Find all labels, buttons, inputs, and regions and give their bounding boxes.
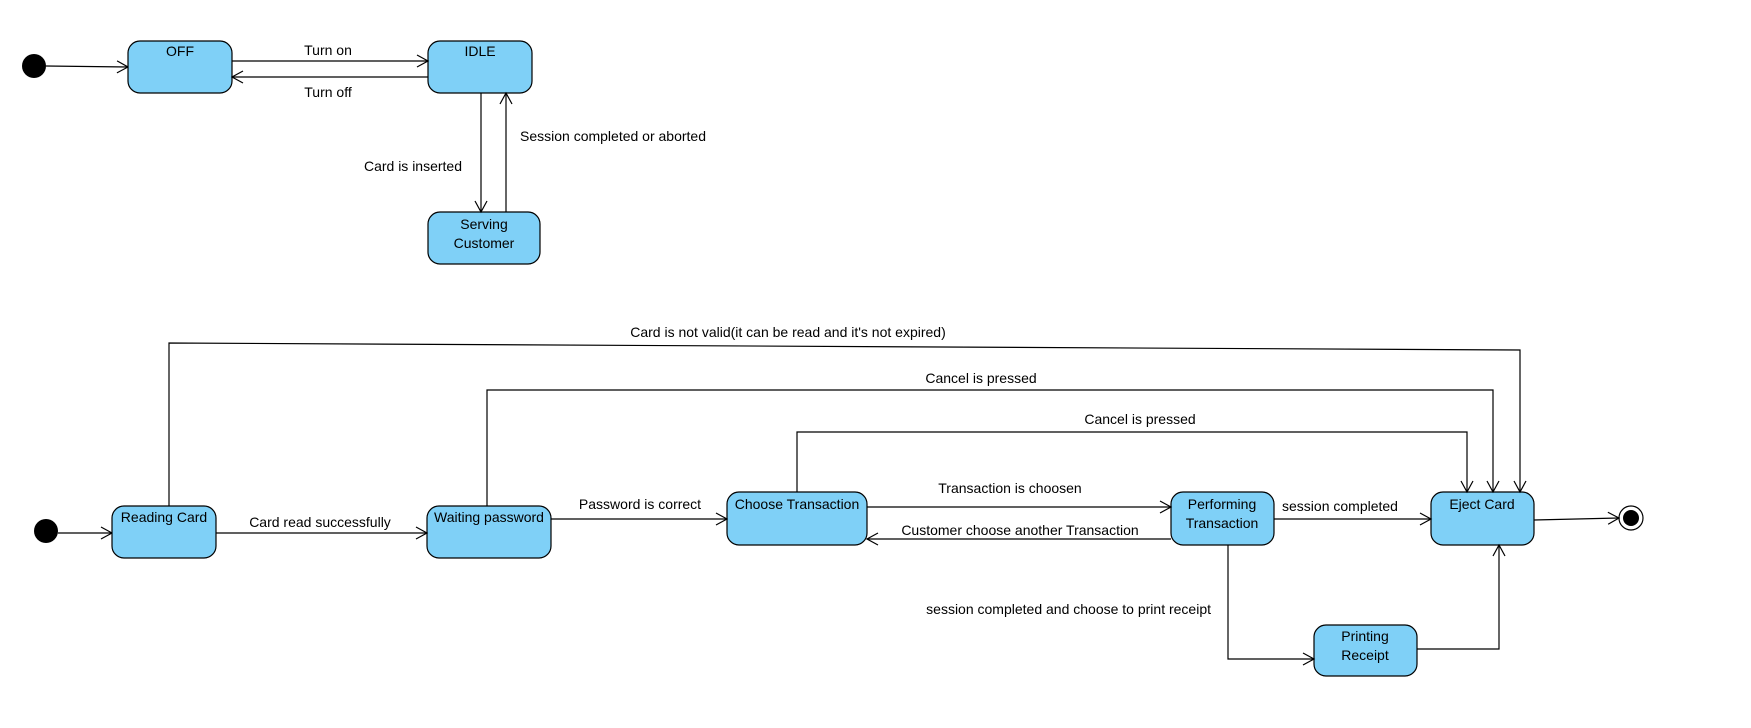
svg-text:Receipt: Receipt bbox=[1341, 647, 1389, 663]
svg-text:Performing: Performing bbox=[1188, 496, 1256, 512]
edge-card-not-valid-label: Card is not valid(it can be read and it'… bbox=[630, 324, 946, 340]
state-idle[interactable]: IDLE bbox=[427, 40, 533, 94]
state-printing-receipt[interactable]: Printing Receipt bbox=[1313, 624, 1418, 677]
state-performing-label-line2: Transaction bbox=[1186, 515, 1259, 531]
svg-text:Serving: Serving bbox=[460, 216, 507, 232]
state-serving-customer[interactable]: Serving Customer bbox=[427, 211, 541, 265]
svg-text:Choose Transaction: Choose Transaction bbox=[735, 496, 860, 512]
edge-session-done-label: Session completed or aborted bbox=[520, 128, 706, 144]
state-idle-label: IDLE bbox=[464, 43, 495, 59]
edge-cancel-choose bbox=[796, 431, 1474, 494]
edge-session-completed-label: session completed bbox=[1282, 498, 1398, 514]
state-waiting-password-label: Waiting password bbox=[434, 509, 544, 525]
edge-cancel-choose-label: Cancel is pressed bbox=[1084, 411, 1195, 427]
state-eject-card[interactable]: Eject Card bbox=[1430, 491, 1535, 546]
state-off-label: OFF bbox=[166, 43, 194, 59]
state-serving-label-line2: Customer bbox=[454, 235, 515, 251]
svg-text:Printing: Printing bbox=[1341, 628, 1388, 644]
svg-text:Eject Card: Eject Card bbox=[1449, 496, 1514, 512]
edge-turn-on-label: Turn on bbox=[304, 42, 352, 58]
edge-receipt-to-eject bbox=[1417, 543, 1506, 650]
svg-text:Reading Card: Reading Card bbox=[121, 509, 207, 525]
top-initial-state bbox=[22, 54, 46, 78]
state-performing-transaction[interactable]: Performing Transaction bbox=[1170, 491, 1275, 546]
svg-text:IDLE: IDLE bbox=[464, 43, 495, 59]
edge-choose-another-label: Customer choose another Transaction bbox=[901, 522, 1138, 538]
edge-transaction-chosen-label: Transaction is choosen bbox=[938, 480, 1081, 496]
state-printing-label-line1: Printing bbox=[1341, 628, 1388, 644]
state-off[interactable]: OFF bbox=[127, 40, 233, 94]
edge-eject-to-final bbox=[1533, 511, 1621, 525]
svg-text:OFF: OFF bbox=[166, 43, 194, 59]
svg-text:Waiting password: Waiting password bbox=[434, 509, 544, 525]
bottom-initial-state bbox=[34, 519, 58, 543]
state-waiting-password[interactable]: Waiting password bbox=[426, 505, 552, 559]
edge-card-read-label: Card read successfully bbox=[249, 514, 391, 530]
state-reading-card-label: Reading Card bbox=[121, 509, 207, 525]
state-choose-transaction-label: Choose Transaction bbox=[735, 496, 860, 512]
top-state-machine: OFF IDLE Serving Customer Turn on Turn o… bbox=[22, 40, 706, 265]
edge-print-receipt-label: session completed and choose to print re… bbox=[926, 601, 1211, 617]
top-initial-transition bbox=[45, 60, 130, 74]
edge-cancel-waiting-label: Cancel is pressed bbox=[925, 370, 1036, 386]
edge-password-correct-label: Password is correct bbox=[579, 496, 701, 512]
svg-text:Transaction: Transaction bbox=[1186, 515, 1259, 531]
svg-text:Customer: Customer bbox=[454, 235, 515, 251]
bottom-state-machine: Reading Card Waiting password Choose Tra… bbox=[34, 324, 1644, 677]
state-choose-transaction[interactable]: Choose Transaction bbox=[726, 491, 868, 546]
edge-turn-off-label: Turn off bbox=[304, 84, 352, 100]
final-state bbox=[1618, 505, 1644, 531]
edge-cancel-waiting bbox=[486, 389, 1500, 506]
state-serving-label-line1: Serving bbox=[460, 216, 507, 232]
state-performing-label-line1: Performing bbox=[1188, 496, 1256, 512]
state-printing-label-line2: Receipt bbox=[1341, 647, 1389, 663]
edge-print-receipt bbox=[1227, 545, 1316, 666]
state-eject-card-label: Eject Card bbox=[1449, 496, 1514, 512]
edge-card-inserted-label: Card is inserted bbox=[364, 158, 462, 174]
state-reading-card[interactable]: Reading Card bbox=[111, 505, 217, 559]
edge-card-not-valid bbox=[168, 342, 1527, 506]
